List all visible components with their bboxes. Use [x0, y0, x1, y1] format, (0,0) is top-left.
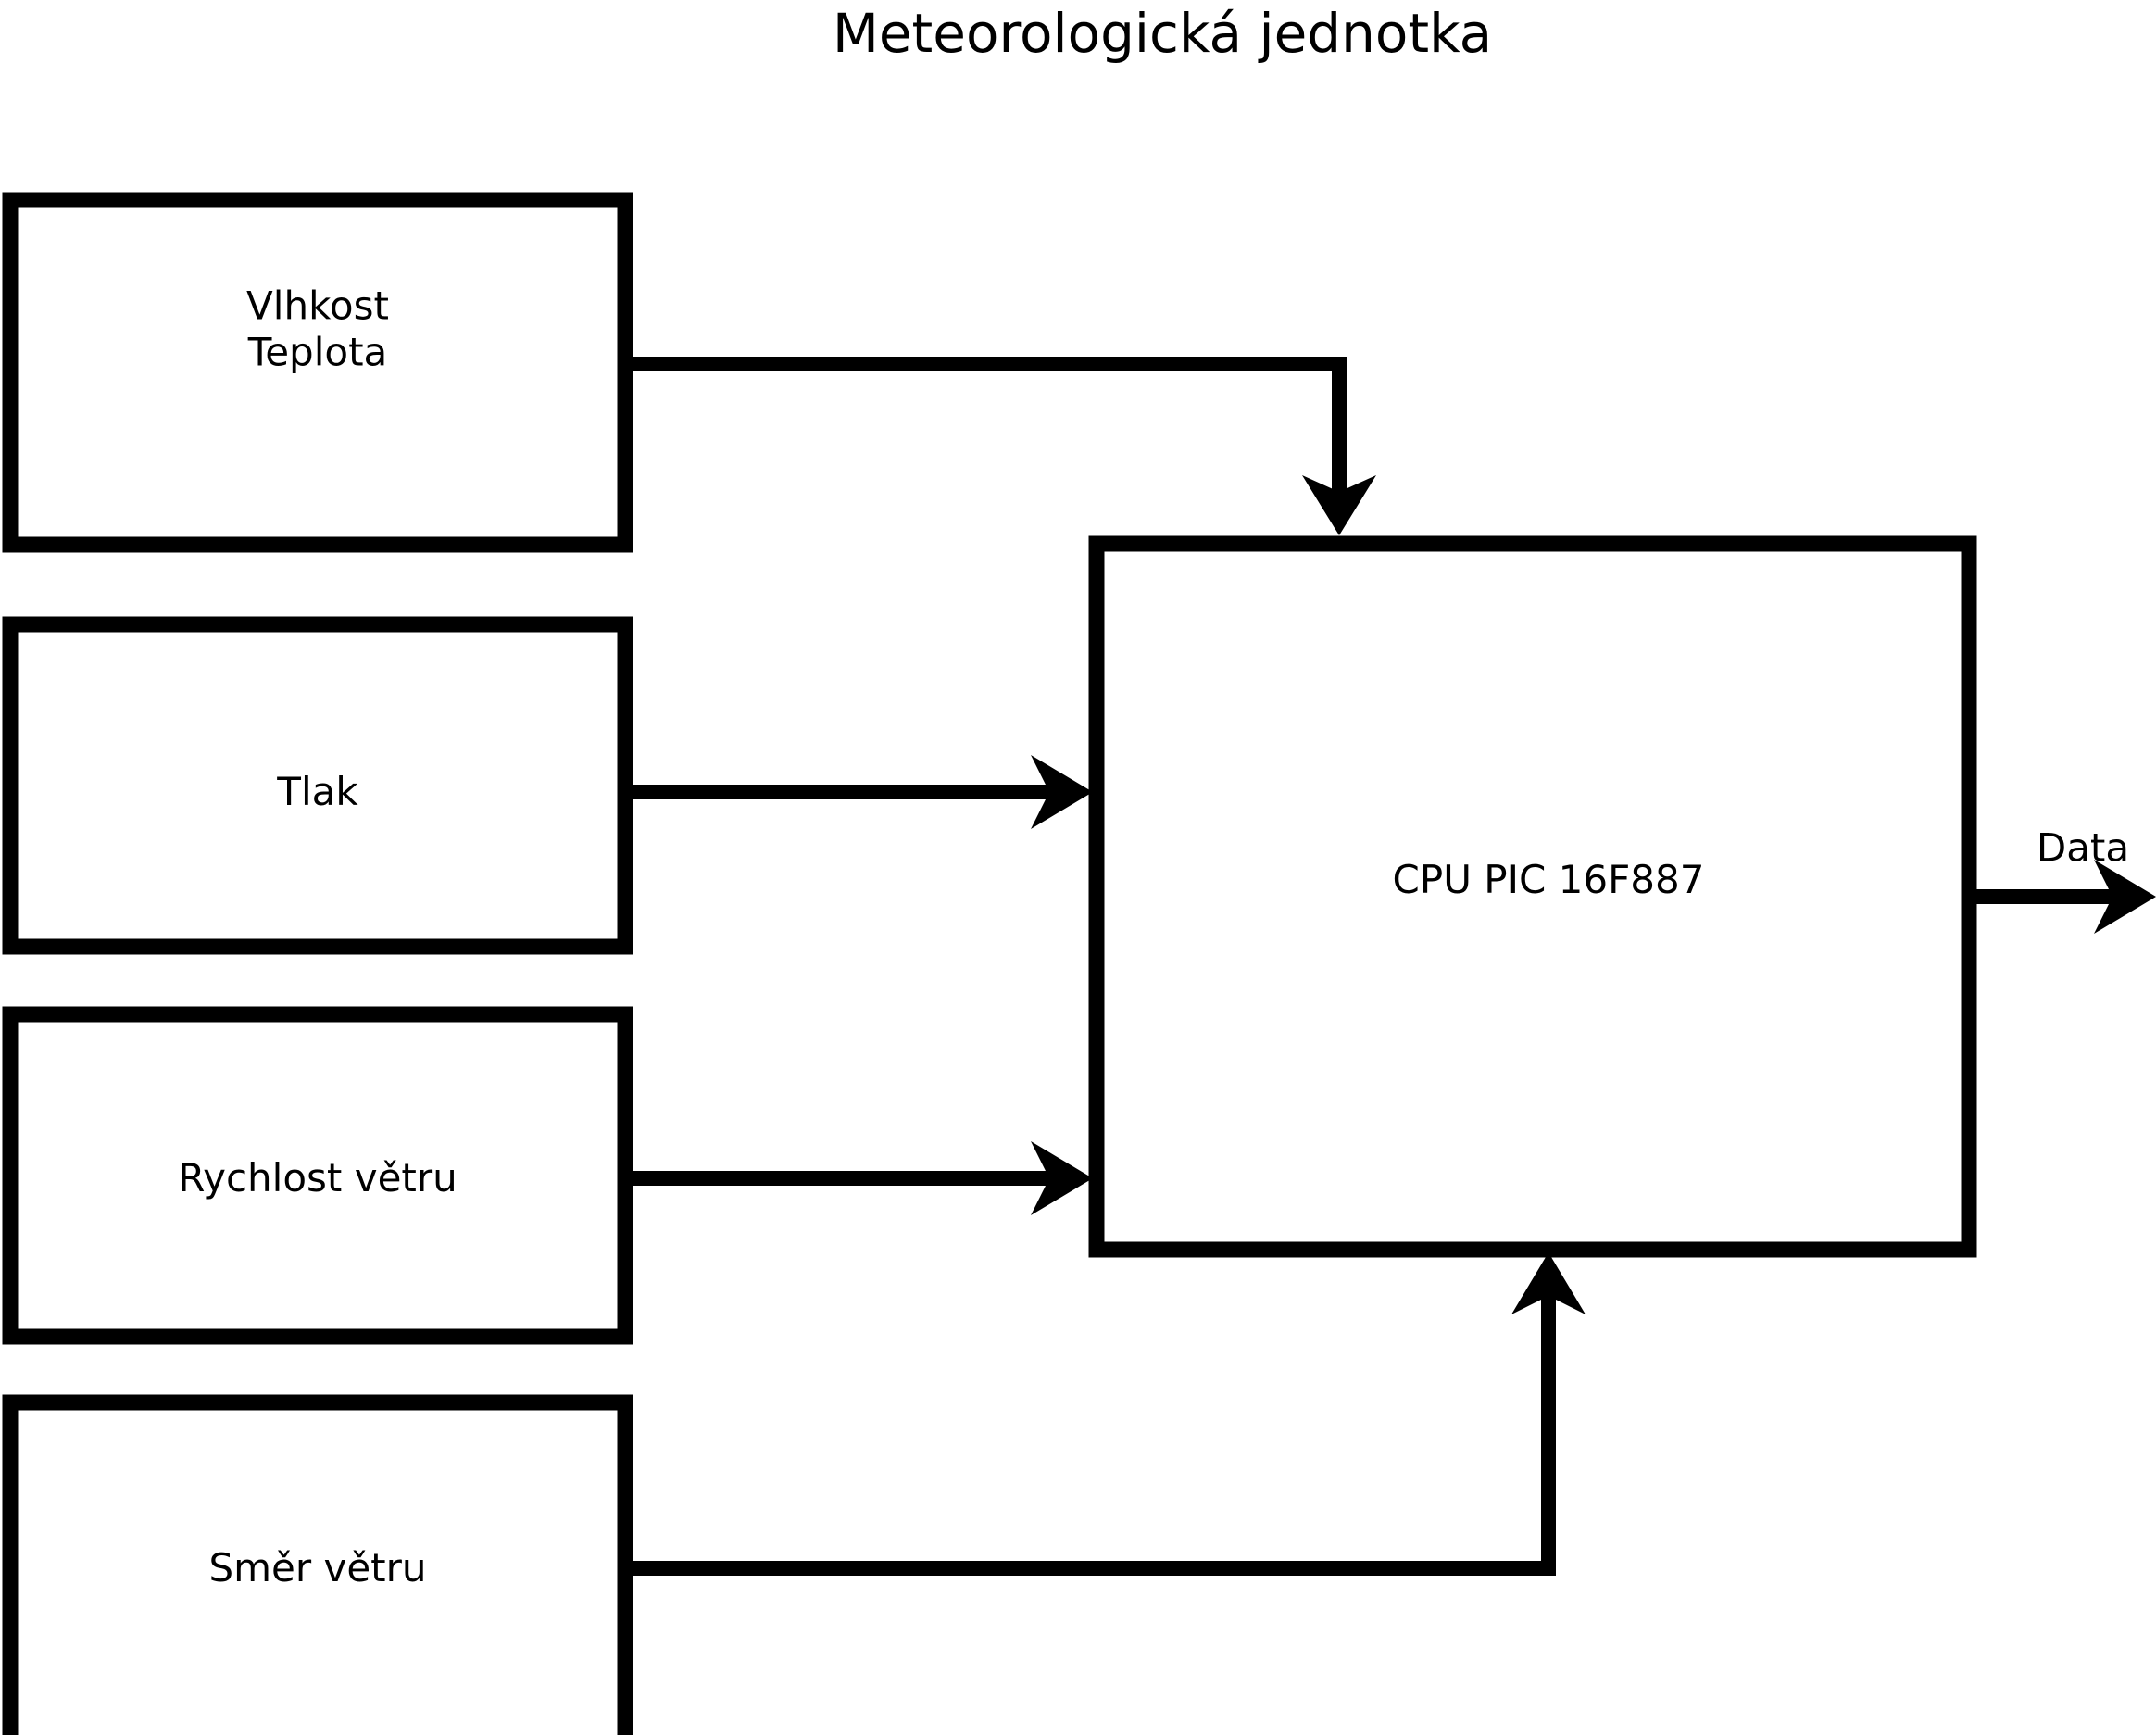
- node-label-wind-direction: Směr větru: [208, 1545, 427, 1591]
- arrowhead-right-icon: [2094, 860, 2156, 934]
- edge-wind-speed-to-cpu: [620, 1141, 1093, 1215]
- node-wind-speed[interactable]: [2, 1006, 633, 1345]
- edge-wind-direction-to-cpu: [620, 1252, 1586, 1576]
- node-cpu[interactable]: [1088, 535, 1977, 1258]
- edge-label-data: Data: [2036, 824, 2130, 871]
- node-label-cpu: CPU PIC 16F887: [1392, 857, 1705, 903]
- arrowhead-up-icon: [1511, 1252, 1586, 1314]
- edge-pressure-to-cpu: [620, 755, 1093, 829]
- page-title: Meteorologická jednotka: [832, 2, 1493, 65]
- edge-humidity-to-cpu: [620, 357, 1376, 535]
- node-label-humidity-temperature: Vlhkost Teplota: [246, 283, 389, 374]
- node-humidity-temperature[interactable]: [2, 192, 633, 553]
- arrowhead-right-icon: [1031, 1141, 1093, 1215]
- node-wind-direction[interactable]: [2, 1394, 633, 1735]
- arrowhead-right-icon: [1031, 755, 1093, 829]
- arrowhead-down-icon: [1302, 475, 1376, 535]
- node-label-wind-speed: Rychlost větru: [178, 1155, 458, 1201]
- edge-cpu-to-data: [1969, 860, 2156, 934]
- node-label-pressure: Tlak: [277, 769, 358, 815]
- node-pressure[interactable]: [2, 616, 633, 955]
